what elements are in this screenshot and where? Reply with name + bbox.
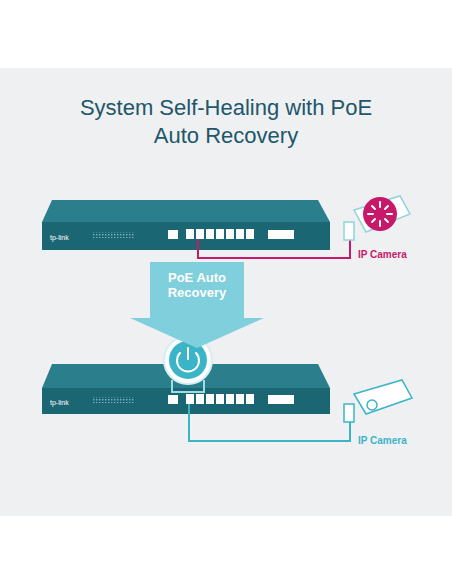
brand-logo: tp-link (50, 232, 69, 244)
arrow-shape: PoE Auto Recovery (130, 262, 264, 348)
background-panel (0, 68, 452, 516)
ethernet-wire (198, 230, 350, 258)
device-label: IP Camera (358, 435, 407, 447)
brand-logo: tp-link (50, 397, 69, 409)
poe-switch (42, 200, 330, 250)
title: System Self-Healing with PoE Auto Recove… (76, 94, 376, 150)
ip-camera (344, 196, 410, 240)
ethernet-wire (189, 404, 350, 441)
device-label: IP Camera (358, 249, 407, 261)
arrow-label: PoE Auto Recovery (165, 270, 229, 300)
ip-camera (344, 380, 412, 422)
